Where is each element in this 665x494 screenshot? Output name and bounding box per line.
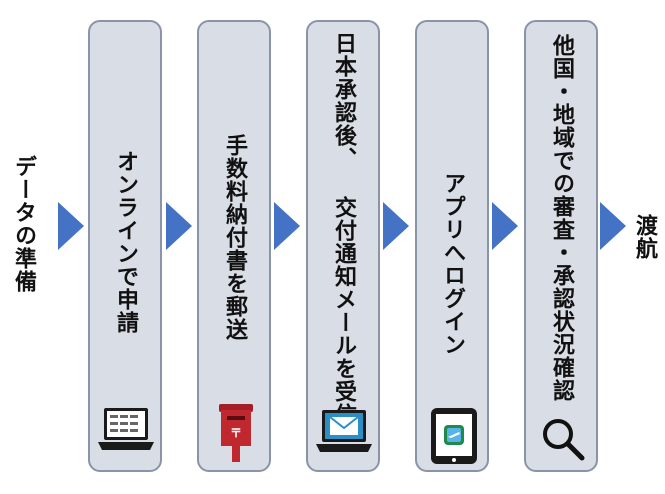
step-panel-receive-email: 日本承認後、 交付通知メールを受信	[306, 20, 380, 472]
svg-text:〒: 〒	[230, 426, 242, 440]
step-label: 手数料納付書を郵送	[222, 134, 247, 341]
step-panel-app-login: アプリへログイン	[415, 20, 489, 472]
laptop-form-icon	[98, 408, 154, 450]
start-label: データの準備	[11, 155, 36, 293]
arrow-icon	[274, 202, 300, 250]
step-panel-online-application: オンラインで申請	[88, 20, 162, 472]
arrow-icon	[492, 202, 518, 250]
arrow-icon	[58, 202, 84, 250]
step-panel-mail-fee-form: 手数料納付書を郵送 〒	[197, 20, 271, 472]
arrow-icon	[166, 202, 192, 250]
magnifier-icon	[543, 419, 585, 461]
step-label: 日本承認後、 交付通知メールを受信	[331, 32, 356, 426]
mailbox-icon: 〒	[219, 404, 253, 462]
step-panel-review-status: 他国・地域での審査・承認状況確認	[524, 20, 598, 472]
arrow-icon	[383, 202, 409, 250]
step-label: 他国・地域での審査・承認状況確認	[549, 34, 574, 402]
step-label: アプリへログイン	[440, 172, 465, 356]
arrow-icon	[600, 202, 626, 250]
step-label: オンラインで申請	[113, 150, 138, 334]
laptop-mail-icon	[316, 410, 372, 452]
tablet-app-icon	[431, 408, 477, 464]
end-label: 渡航	[632, 214, 657, 260]
